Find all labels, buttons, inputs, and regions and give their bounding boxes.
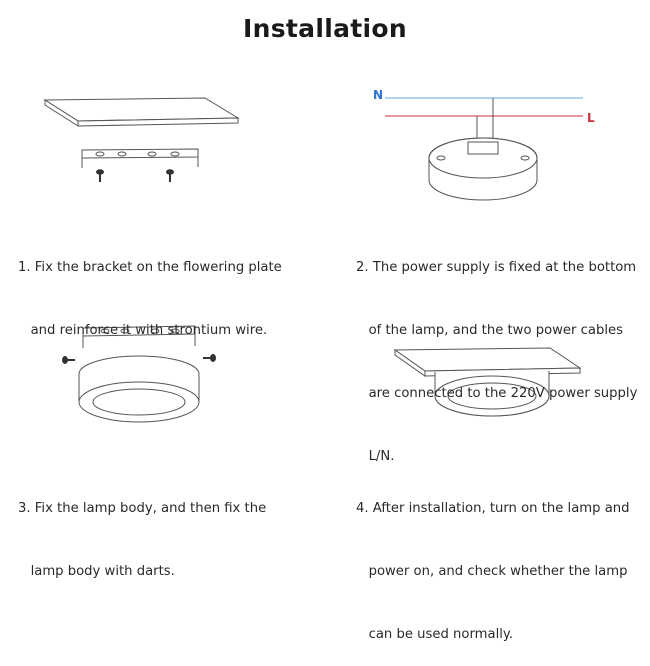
step1-line: and reinforce it with strontium wire.: [18, 323, 268, 338]
step1-text: 1. Fix the bracket on the flowering plat…: [18, 215, 282, 362]
step2-line: L/N.: [356, 449, 395, 464]
step3-line: 3. Fix the lamp body, and then fix the: [18, 501, 267, 516]
ceiling-plate-icon: [43, 97, 240, 182]
lamp-body-bracket-icon: [62, 325, 216, 423]
screw-icon: [62, 354, 216, 364]
step2-line: are connected to the 220V power supply: [356, 386, 638, 401]
step2-text: 2. The power supply is fixed at the bott…: [356, 215, 637, 488]
live-wire-label: L: [587, 111, 595, 125]
step4-illustration: [385, 338, 585, 433]
step3-illustration: [55, 322, 225, 437]
step4-line: power on, and check whether the lamp: [356, 564, 628, 579]
step2-line: 2. The power supply is fixed at the bott…: [356, 260, 637, 275]
lamp-installed-icon: [393, 347, 582, 417]
neutral-wire-label: N: [373, 88, 383, 102]
screw-icon: [96, 169, 174, 182]
page-title: Installation: [243, 14, 407, 43]
step2-illustration: N L: [365, 80, 605, 205]
step3-line: lamp body with darts.: [18, 564, 175, 579]
step1-illustration: [30, 88, 260, 193]
step4-text: 4. After installation, turn on the lamp …: [356, 456, 630, 666]
step2-line: of the lamp, and the two power cables: [356, 323, 624, 338]
step4-line: 4. After installation, turn on the lamp …: [356, 501, 630, 516]
step3-text: 3. Fix the lamp body, and then fix the l…: [18, 456, 266, 603]
step1-line: 1. Fix the bracket on the flowering plat…: [18, 260, 282, 275]
step4-line: can be used normally.: [356, 627, 514, 642]
lamp-wiring-icon: N L: [373, 88, 595, 201]
